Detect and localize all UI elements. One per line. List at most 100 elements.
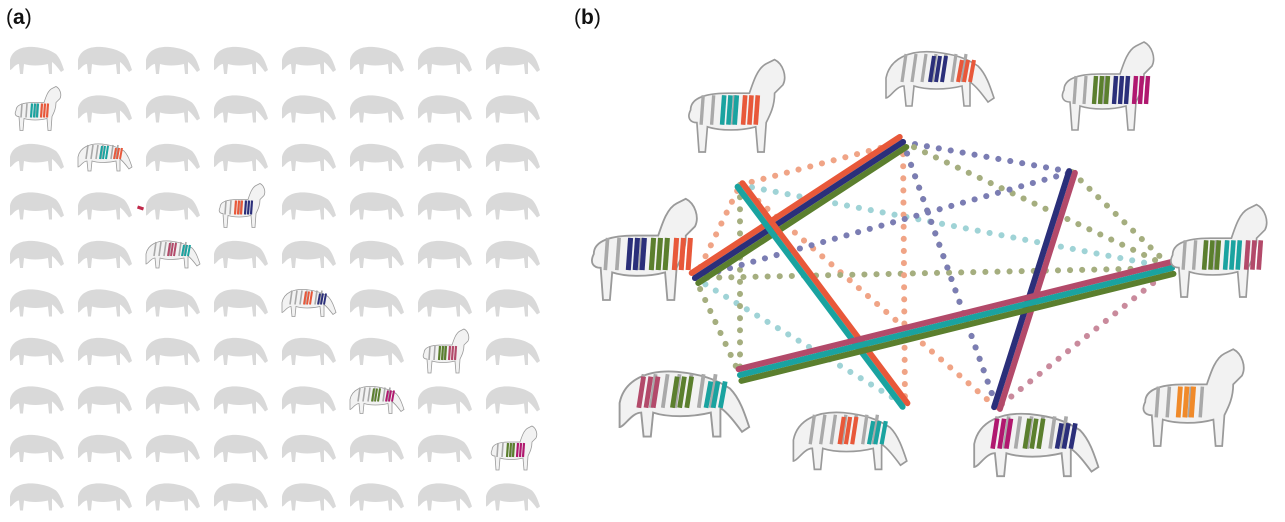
paren-close: ) bbox=[24, 6, 32, 29]
mark-stripe bbox=[662, 237, 670, 271]
highlighted-zebra bbox=[281, 288, 337, 317]
zebra-silhouette bbox=[418, 143, 472, 171]
mark-stripe bbox=[940, 55, 948, 83]
mark-stripe bbox=[997, 418, 1007, 449]
zebra-silhouette bbox=[78, 386, 132, 414]
zebra-silhouette bbox=[146, 46, 200, 74]
mark-stripe bbox=[639, 237, 647, 271]
strong-ties bbox=[688, 133, 1177, 412]
zebra-silhouette bbox=[214, 95, 268, 123]
panel-label-a: (a) bbox=[6, 6, 32, 30]
zebra-silhouette bbox=[282, 192, 336, 220]
zebra-silhouette bbox=[78, 240, 132, 268]
mark-stripe bbox=[1068, 422, 1078, 450]
mark-stripe bbox=[39, 103, 44, 118]
mark-stripe bbox=[113, 147, 117, 160]
mark-stripe bbox=[1061, 422, 1071, 450]
mark-stripe bbox=[1131, 75, 1139, 105]
mark-stripe bbox=[1103, 75, 1111, 105]
mark-stripe bbox=[443, 345, 448, 361]
mark-stripe bbox=[650, 376, 661, 409]
mark-stripe bbox=[508, 442, 513, 458]
zebra-far-right bbox=[1142, 348, 1245, 447]
zebra-silhouette bbox=[350, 95, 404, 123]
mark-stripe bbox=[521, 442, 526, 458]
mark-stripe bbox=[1250, 240, 1257, 270]
zebra-silhouette bbox=[486, 143, 540, 171]
mark-stripe bbox=[119, 147, 123, 160]
zebra-silhouette bbox=[214, 434, 268, 462]
weak-tie bbox=[692, 275, 908, 408]
zebra-silhouette bbox=[282, 337, 336, 365]
mark-stripe bbox=[388, 390, 392, 402]
mark-stripe bbox=[1243, 240, 1251, 270]
mark-stripe bbox=[843, 416, 853, 445]
zebra-silhouette bbox=[350, 434, 404, 462]
mark-stripe bbox=[866, 420, 876, 445]
zebra-silhouette bbox=[146, 386, 200, 414]
mark-stripe bbox=[1036, 418, 1046, 449]
mark-stripe bbox=[1137, 75, 1145, 105]
mark-stripe bbox=[99, 145, 103, 160]
zebra-left bbox=[591, 197, 698, 301]
weak-tie bbox=[692, 169, 1075, 281]
mark-stripe bbox=[850, 416, 859, 445]
zebra-silhouette bbox=[10, 483, 64, 511]
zebra-silhouette bbox=[282, 143, 336, 171]
mark-stripe bbox=[447, 345, 452, 361]
mark-stripe bbox=[1175, 386, 1183, 418]
zebra-silhouette bbox=[350, 240, 404, 268]
highlighted-zebra bbox=[490, 425, 538, 471]
zebra-silhouette bbox=[10, 386, 64, 414]
mark-stripe bbox=[732, 95, 740, 125]
mark-stripe bbox=[1229, 240, 1236, 270]
mark-stripe bbox=[306, 291, 310, 305]
panel-letter-a: a bbox=[13, 6, 25, 29]
zebra-silhouette bbox=[146, 143, 200, 171]
weak-tie bbox=[1069, 169, 1175, 271]
zebra-silhouette bbox=[282, 46, 336, 74]
mark-stripe bbox=[1111, 75, 1119, 105]
mark-stripe bbox=[239, 200, 244, 215]
zebra-bottom-right bbox=[973, 412, 1100, 478]
panel-label-b: (b) bbox=[574, 6, 601, 30]
strong-tie bbox=[996, 169, 1078, 412]
mark-stripe bbox=[317, 293, 321, 305]
mark-stripe bbox=[718, 380, 728, 409]
mark-stripe bbox=[1029, 418, 1039, 449]
zebra-silhouette bbox=[146, 289, 200, 317]
strong-tie bbox=[734, 183, 906, 410]
mark-stripe bbox=[246, 200, 251, 215]
mark-stripe bbox=[1235, 240, 1243, 270]
mark-stripe bbox=[518, 442, 523, 458]
mark-stripe bbox=[837, 416, 846, 445]
mark-stripe bbox=[962, 59, 970, 83]
zebra-silhouette bbox=[486, 95, 540, 123]
weak-tie bbox=[900, 139, 1175, 271]
zebra-silhouette bbox=[214, 143, 268, 171]
weak-tie bbox=[900, 139, 1000, 411]
zebra-silhouette bbox=[10, 337, 64, 365]
mark-stripe bbox=[511, 442, 516, 458]
zebra-silhouette bbox=[10, 143, 64, 171]
zebra-silhouette bbox=[486, 386, 540, 414]
zebra-silhouette bbox=[78, 434, 132, 462]
mark-stripe bbox=[1182, 386, 1190, 418]
zebra-bottom-mid bbox=[792, 411, 908, 471]
zebra-silhouette bbox=[10, 289, 64, 317]
weak-tie bbox=[737, 139, 906, 188]
mark-stripe bbox=[233, 200, 238, 215]
zebra-silhouette bbox=[10, 240, 64, 268]
zebra-top-right bbox=[1061, 41, 1155, 131]
mark-stripe bbox=[710, 380, 721, 409]
zebra-bottom-left bbox=[618, 370, 751, 438]
weak-tie bbox=[737, 182, 1000, 411]
weak-tie bbox=[994, 265, 1175, 411]
zebra-silhouette bbox=[282, 240, 336, 268]
strong-tie bbox=[735, 259, 1174, 373]
strong-tie bbox=[737, 265, 1175, 378]
mark-stripe bbox=[990, 418, 1000, 449]
zebra-silhouette bbox=[78, 192, 132, 220]
highlighted-zebra bbox=[145, 240, 201, 269]
zebra-silhouette bbox=[78, 289, 132, 317]
